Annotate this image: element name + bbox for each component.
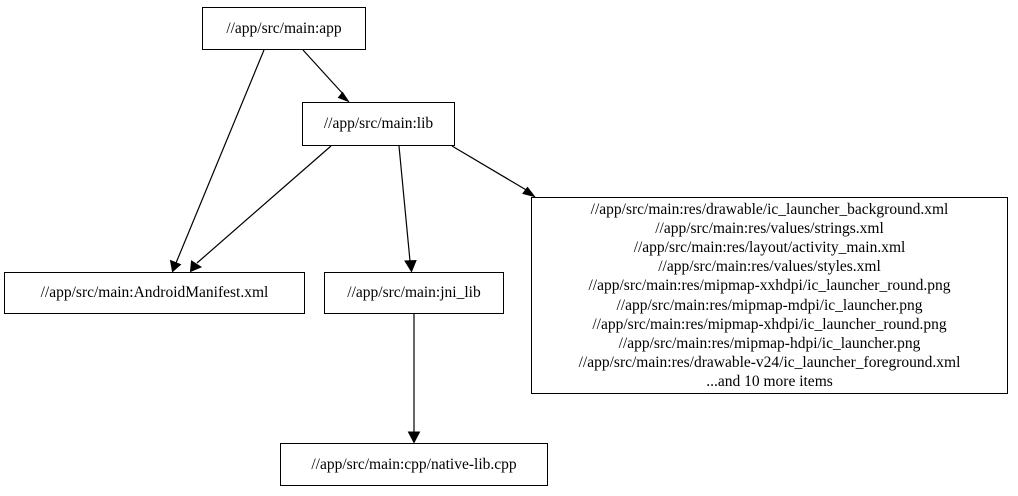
graph-node-app[interactable]: //app/src/main:app <box>202 7 366 50</box>
graph-node-resources[interactable]: //app/src/main:res/drawable/ic_launcher_… <box>531 197 1008 394</box>
graph-node-label: //app/src/main:app <box>226 19 342 37</box>
graph-node-label: //app/src/main:AndroidManifest.xml <box>40 284 269 302</box>
edge-jni-lib-to-native-lib <box>407 314 421 444</box>
graph-node-label: //app/src/main:cpp/native-lib.cpp <box>311 455 517 473</box>
graph-node-android-manifest[interactable]: //app/src/main:AndroidManifest.xml <box>4 272 305 314</box>
edge-app-to-manifest <box>169 49 265 273</box>
graph-node-label: //app/src/main:jni_lib <box>347 284 481 302</box>
graph-node-label: //app/src/main:lib <box>323 115 434 133</box>
edge-lib-to-manifest <box>189 145 332 273</box>
graph-node-native-lib[interactable]: //app/src/main:cpp/native-lib.cpp <box>280 443 548 486</box>
graph-node-label: //app/src/main:res/drawable/ic_launcher_… <box>578 200 961 391</box>
edge-app-to-lib <box>302 49 350 103</box>
graph-node-jni-lib[interactable]: //app/src/main:jni_lib <box>324 272 504 314</box>
graph-node-lib[interactable]: //app/src/main:lib <box>302 102 455 146</box>
edge-lib-to-resources <box>451 145 536 198</box>
edge-lib-to-jni-lib <box>398 145 417 273</box>
